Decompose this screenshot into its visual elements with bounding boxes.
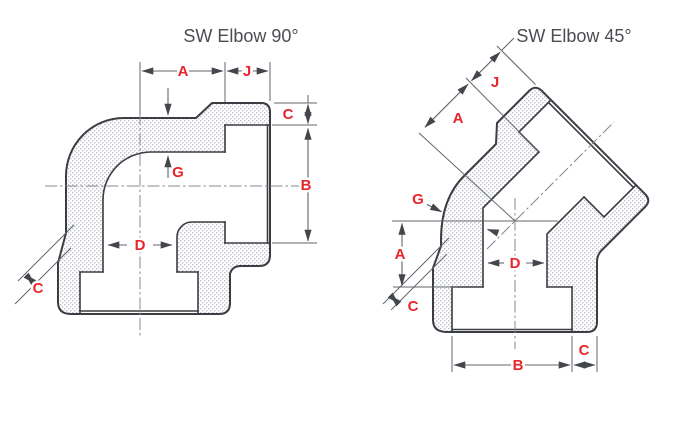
dim-c-bottomleft-90: [23, 272, 37, 286]
elbow90-bore-lines: [79, 124, 271, 314]
dim-label-c-bottomright-45: C: [579, 342, 590, 359]
dim-label-b-45: B: [513, 357, 524, 374]
elbow45-bore-lines-line-38: [582, 195, 606, 219]
elbow90-right-socket: [225, 125, 270, 243]
extension-lines-line-60: [17, 224, 75, 282]
g-leader-45: [426, 203, 443, 213]
elbow90-bore-channel: [103, 152, 226, 274]
dim-label-d-45: D: [510, 255, 521, 272]
dim-label-a-90: A: [178, 63, 189, 80]
extension-lines-line-63: [496, 45, 536, 85]
centerlines: [45, 113, 615, 349]
elbow90-title: SW Elbow 90°: [183, 26, 298, 46]
dim-label-c-bottomleft-90: C: [33, 280, 44, 297]
bore-cavities: [80, 100, 636, 332]
elbow45-bore-lines-path-35: [482, 150, 541, 288]
elbow45-dimension-arrows: [387, 51, 596, 369]
elbow45-title: SW Elbow 45°: [516, 26, 631, 46]
dim-label-c-right-90: C: [283, 106, 294, 123]
elbow45-bore-lines-path-36: [546, 195, 586, 288]
dim-label-j-90: J: [243, 63, 251, 80]
elbow90-labels: A J C B G D C: [30, 61, 314, 300]
dim-c-bottomleft-45: [387, 292, 402, 307]
elbow45-bore-lines-line-40: [602, 183, 638, 219]
elbow45-bottom-socket: [452, 287, 572, 332]
body-outlines: [57, 86, 650, 333]
dim-label-b-90: B: [301, 177, 312, 194]
elbow45-arm-centerline: [486, 121, 615, 250]
dim-label-a-diag-45: A: [453, 110, 464, 127]
elbow90-dimension-arrows: [23, 67, 312, 286]
elbow90-bottom-socket: [80, 272, 198, 314]
extension-lines-line-62: [465, 77, 540, 153]
extension-lines-line-61: [14, 247, 72, 305]
elbow90-bore-lines-path-22: [102, 151, 226, 273]
elbow90-bore-lines-path-23: [176, 221, 226, 273]
elbow45-bore-lines-line-39: [517, 98, 553, 134]
elbow45-labels: A J G A D B C C: [392, 72, 592, 377]
dim-label-c-bottomleft-45: C: [408, 298, 419, 315]
dim-label-a-vert-45: A: [395, 246, 406, 263]
elbow90-outline: [57, 102, 271, 315]
elbow45-outline: [432, 86, 650, 333]
dim-label-d-90: D: [135, 237, 146, 254]
dim-a-diag-45: [424, 83, 469, 128]
dim-label-g-45: G: [412, 191, 424, 208]
g-arrow2-45: [486, 228, 500, 237]
extension-lines-line-65: [501, 37, 515, 51]
extension-lines-line-64: [418, 132, 516, 222]
dim-j-diag-45: [471, 51, 501, 82]
dim-label-g-90: G: [172, 164, 184, 181]
dim-label-j-45: J: [491, 74, 499, 91]
